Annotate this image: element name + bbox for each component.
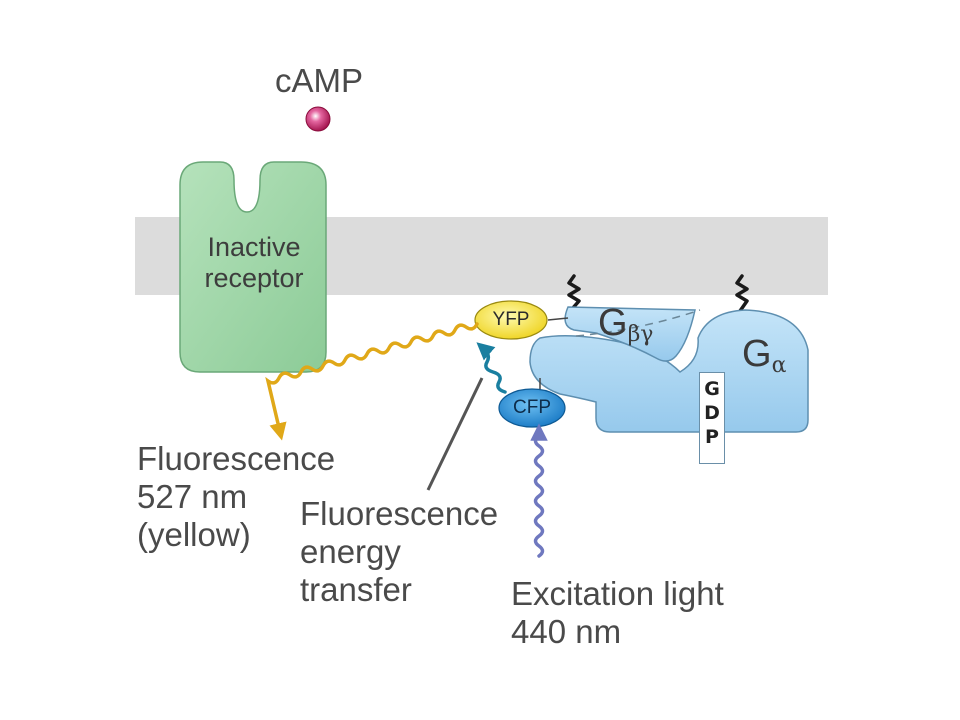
- yellow-fluorescence-wave: [265, 322, 479, 441]
- gdp-box: G D P: [699, 372, 725, 464]
- energy-transfer-label: Fluorescence energy transfer: [300, 495, 498, 609]
- excitation-light-wave: [530, 423, 548, 558]
- energy-transfer-line1: Fluorescence: [300, 495, 499, 532]
- beta-gamma-dashed-line: [575, 309, 701, 337]
- receptor-label-line2: receptor: [204, 263, 304, 293]
- yfp-linker: [547, 317, 569, 321]
- energy-transfer-line2: energy: [300, 533, 401, 570]
- fluorescence-yellow-line2: 527 nm: [137, 478, 248, 515]
- fluorescence-yellow-line1: Fluorescence: [137, 440, 336, 477]
- excitation-label: Excitation light 440 nm: [511, 575, 724, 651]
- yfp-label: YFP: [492, 309, 530, 330]
- lipid-anchor-alpha: [735, 274, 749, 313]
- receptor-label-line1: Inactive: [207, 232, 301, 262]
- fluorescence-yellow-label: Fluorescence 527 nm (yellow): [137, 440, 335, 554]
- gdp-letter-d: D: [704, 402, 720, 424]
- energy-transfer-line3: transfer: [300, 571, 412, 608]
- g-beta-gamma-letter: G: [598, 302, 628, 344]
- g-beta-gamma-label: Gβγ: [598, 303, 653, 355]
- energy-transfer-wave: [476, 342, 507, 394]
- camp-molecule: [305, 106, 331, 132]
- lipid-anchor-beta-gamma: [567, 274, 581, 311]
- g-alpha-subscript: α: [771, 353, 787, 378]
- fluorescence-yellow-line3: (yellow): [137, 516, 251, 553]
- excitation-line1: Excitation light: [511, 575, 724, 612]
- cfp-label: CFP: [513, 397, 551, 418]
- excitation-line2: 440 nm: [511, 613, 622, 650]
- gdp-letter-p: P: [705, 426, 719, 448]
- energy-transfer-pointer: [426, 377, 484, 491]
- gdp-letter-g: G: [704, 378, 720, 400]
- g-beta-gamma-subscript: βγ: [627, 322, 654, 347]
- receptor-label: Inactive receptor: [184, 232, 324, 294]
- g-alpha-letter: G: [742, 333, 772, 375]
- g-alpha-label: Gα: [742, 334, 786, 386]
- yfp-protein: [474, 300, 548, 340]
- inactive-receptor-shape: [179, 161, 327, 373]
- camp-label: cAMP: [275, 62, 364, 99]
